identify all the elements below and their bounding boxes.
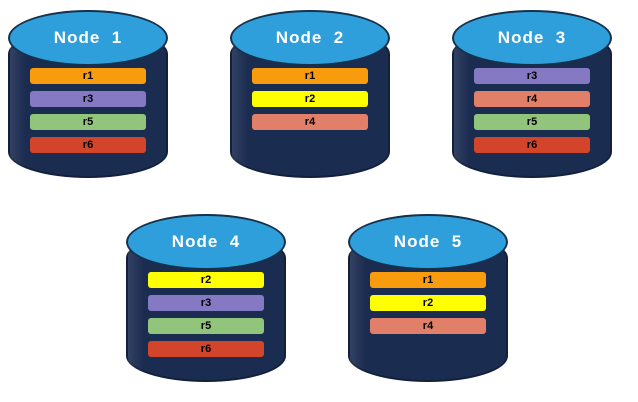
replica-bar[interactable]: r1 — [370, 272, 486, 288]
node-title: Node 3 — [497, 28, 567, 47]
replica-list: r3 r4 r5 r6 — [474, 68, 590, 153]
replica-bar[interactable]: r6 — [148, 341, 264, 357]
node-title: Node 5 — [393, 232, 463, 251]
database-node-1[interactable]: Node 1 r1 r3 r5 r6 — [8, 10, 168, 188]
node-title: Node 4 — [171, 232, 241, 251]
replica-bar[interactable]: r6 — [474, 137, 590, 153]
replica-bar[interactable]: r1 — [30, 68, 146, 84]
node-title: Node 1 — [53, 28, 123, 47]
replica-list: r2 r3 r5 r6 — [148, 272, 264, 357]
node-title: Node 2 — [275, 28, 345, 47]
replica-bar[interactable]: r2 — [252, 91, 368, 107]
replica-bar[interactable]: r2 — [148, 272, 264, 288]
cylinder-top-ellipse — [452, 10, 612, 66]
replica-bar[interactable]: r4 — [474, 91, 590, 107]
replica-bar[interactable]: r4 — [370, 318, 486, 334]
cylinder-top-ellipse — [126, 214, 286, 270]
database-node-5[interactable]: Node 5 r1 r2 r4 — [348, 214, 508, 392]
replica-bar[interactable]: r3 — [474, 68, 590, 84]
replica-bar[interactable]: r3 — [148, 295, 264, 311]
replica-list: r1 r3 r5 r6 — [30, 68, 146, 153]
replica-list: r1 r2 r4 — [370, 272, 486, 334]
replica-bar[interactable]: r5 — [148, 318, 264, 334]
database-node-4[interactable]: Node 4 r2 r3 r5 r6 — [126, 214, 286, 392]
database-node-2[interactable]: Node 2 r1 r2 r4 — [230, 10, 390, 188]
replica-list: r1 r2 r4 — [252, 68, 368, 130]
replica-bar[interactable]: r2 — [370, 295, 486, 311]
cylinder-top-ellipse — [348, 214, 508, 270]
database-node-3[interactable]: Node 3 r3 r4 r5 r6 — [452, 10, 612, 188]
replica-bar[interactable]: r3 — [30, 91, 146, 107]
replica-bar[interactable]: r1 — [252, 68, 368, 84]
cylinder-top-ellipse — [8, 10, 168, 66]
replica-bar[interactable]: r4 — [252, 114, 368, 130]
cylinder-top-ellipse — [230, 10, 390, 66]
replica-bar[interactable]: r5 — [474, 114, 590, 130]
replica-bar[interactable]: r6 — [30, 137, 146, 153]
replica-bar[interactable]: r5 — [30, 114, 146, 130]
